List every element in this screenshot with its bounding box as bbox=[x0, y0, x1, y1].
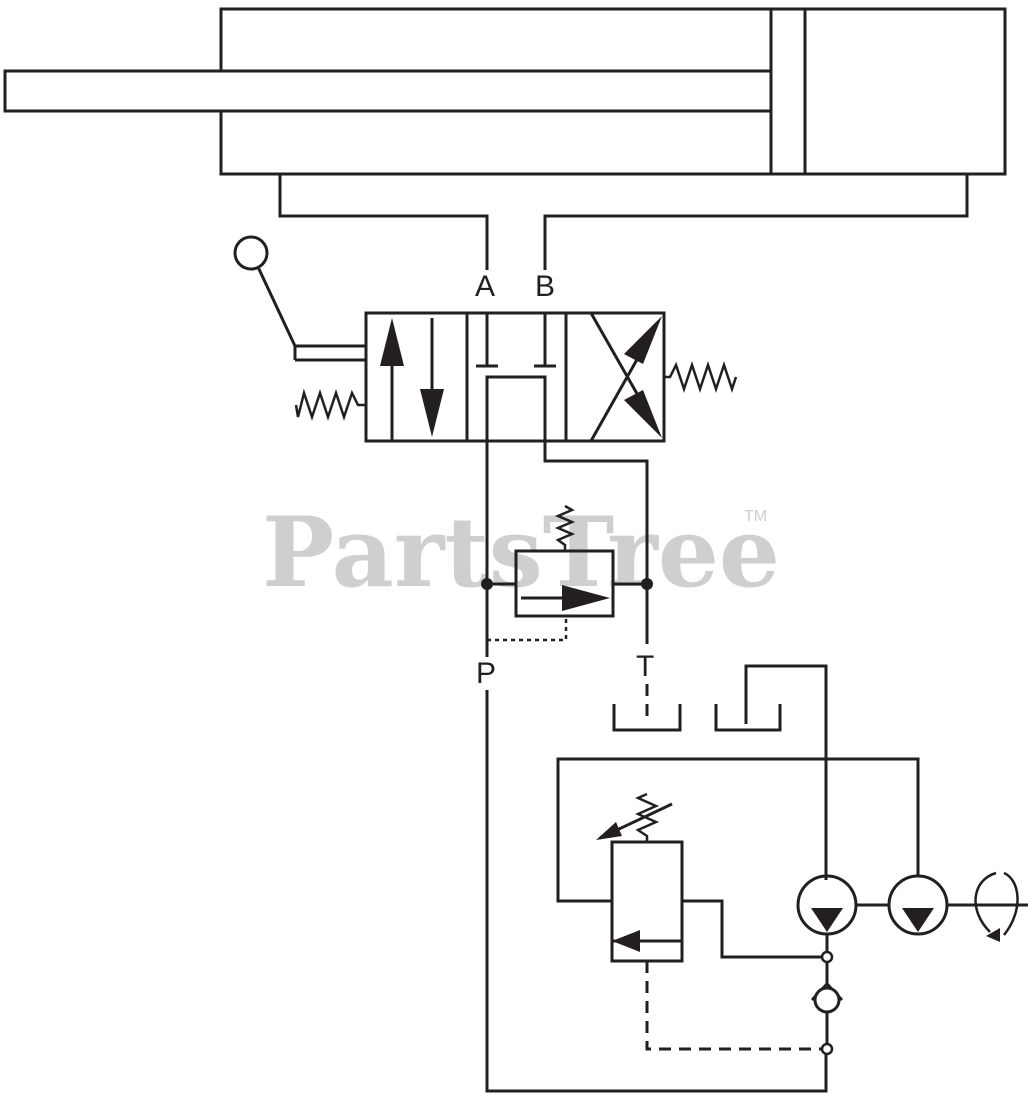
lever-arm bbox=[256, 266, 366, 348]
hydraulic-cylinder bbox=[3, 7, 1007, 176]
line-port-a bbox=[278, 174, 489, 270]
piston-head bbox=[769, 7, 807, 176]
lever-knob-icon bbox=[233, 235, 269, 271]
junction-dot-t bbox=[641, 578, 653, 590]
watermark-trademark: TM bbox=[744, 508, 767, 525]
rotation-arrow-icon bbox=[974, 871, 997, 933]
piston-rod bbox=[3, 69, 773, 113]
pilot-line-lower bbox=[645, 961, 826, 1051]
tank-left-icon bbox=[612, 704, 682, 732]
arrow-up-icon bbox=[380, 318, 404, 366]
spring-left-icon bbox=[294, 388, 366, 421]
relief-arrow-icon bbox=[562, 585, 610, 611]
junction-dot-p bbox=[481, 578, 493, 590]
arrow-cross-up-icon bbox=[624, 316, 662, 364]
tank-lines bbox=[612, 664, 828, 880]
spring-right-icon bbox=[664, 361, 738, 393]
line-port-b bbox=[543, 174, 969, 270]
line-p-lower bbox=[485, 690, 828, 1093]
tank-right-icon bbox=[714, 704, 782, 732]
line-tank-to-pump bbox=[744, 664, 828, 880]
arrow-down-icon bbox=[420, 389, 444, 437]
check-valve-ball-icon bbox=[813, 986, 841, 1014]
junction-open-lower bbox=[820, 1042, 834, 1056]
directional-control-valve bbox=[233, 235, 738, 443]
port-label-b: B bbox=[535, 270, 555, 303]
relief-arrow-lower-icon bbox=[612, 930, 640, 952]
adjust-arrow-icon bbox=[596, 822, 622, 840]
pilot-line-upper bbox=[487, 616, 568, 642]
line-relief-outlet bbox=[682, 899, 826, 959]
spring-relief-icon bbox=[554, 504, 576, 551]
arrow-cross-down-icon bbox=[624, 390, 662, 438]
valve-supply-lines bbox=[485, 441, 649, 657]
port-label-p: P bbox=[476, 657, 496, 690]
line-t-upper bbox=[543, 441, 649, 644]
spring-adjustable-icon bbox=[634, 792, 660, 842]
port-label-a: A bbox=[475, 270, 495, 303]
cylinder-lines bbox=[278, 174, 969, 270]
junction-open-upper bbox=[820, 950, 834, 964]
loop-line bbox=[556, 757, 920, 903]
pump-circuit bbox=[556, 757, 1028, 1056]
relief-valve-upper bbox=[481, 504, 653, 642]
port-label-t: T bbox=[636, 650, 654, 683]
